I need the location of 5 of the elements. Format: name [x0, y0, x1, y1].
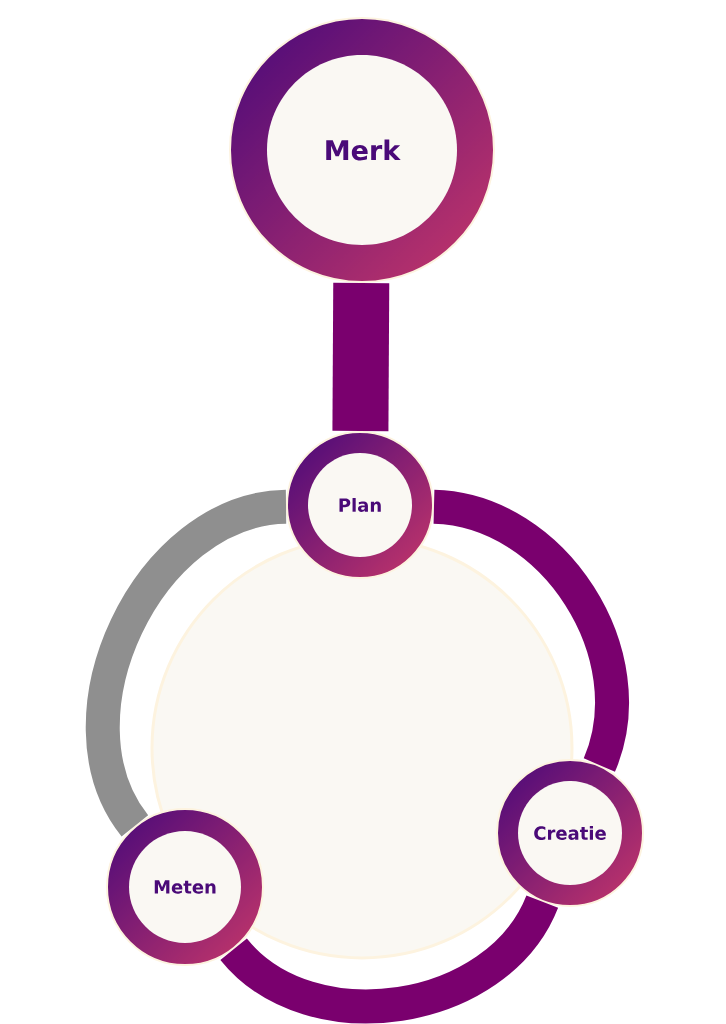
ring-node: Plan	[286, 431, 434, 579]
connector	[332, 282, 390, 432]
ring-node: Meten	[106, 808, 264, 966]
ring-node: Merk	[229, 17, 495, 283]
ring-node: Creatie	[496, 759, 644, 907]
